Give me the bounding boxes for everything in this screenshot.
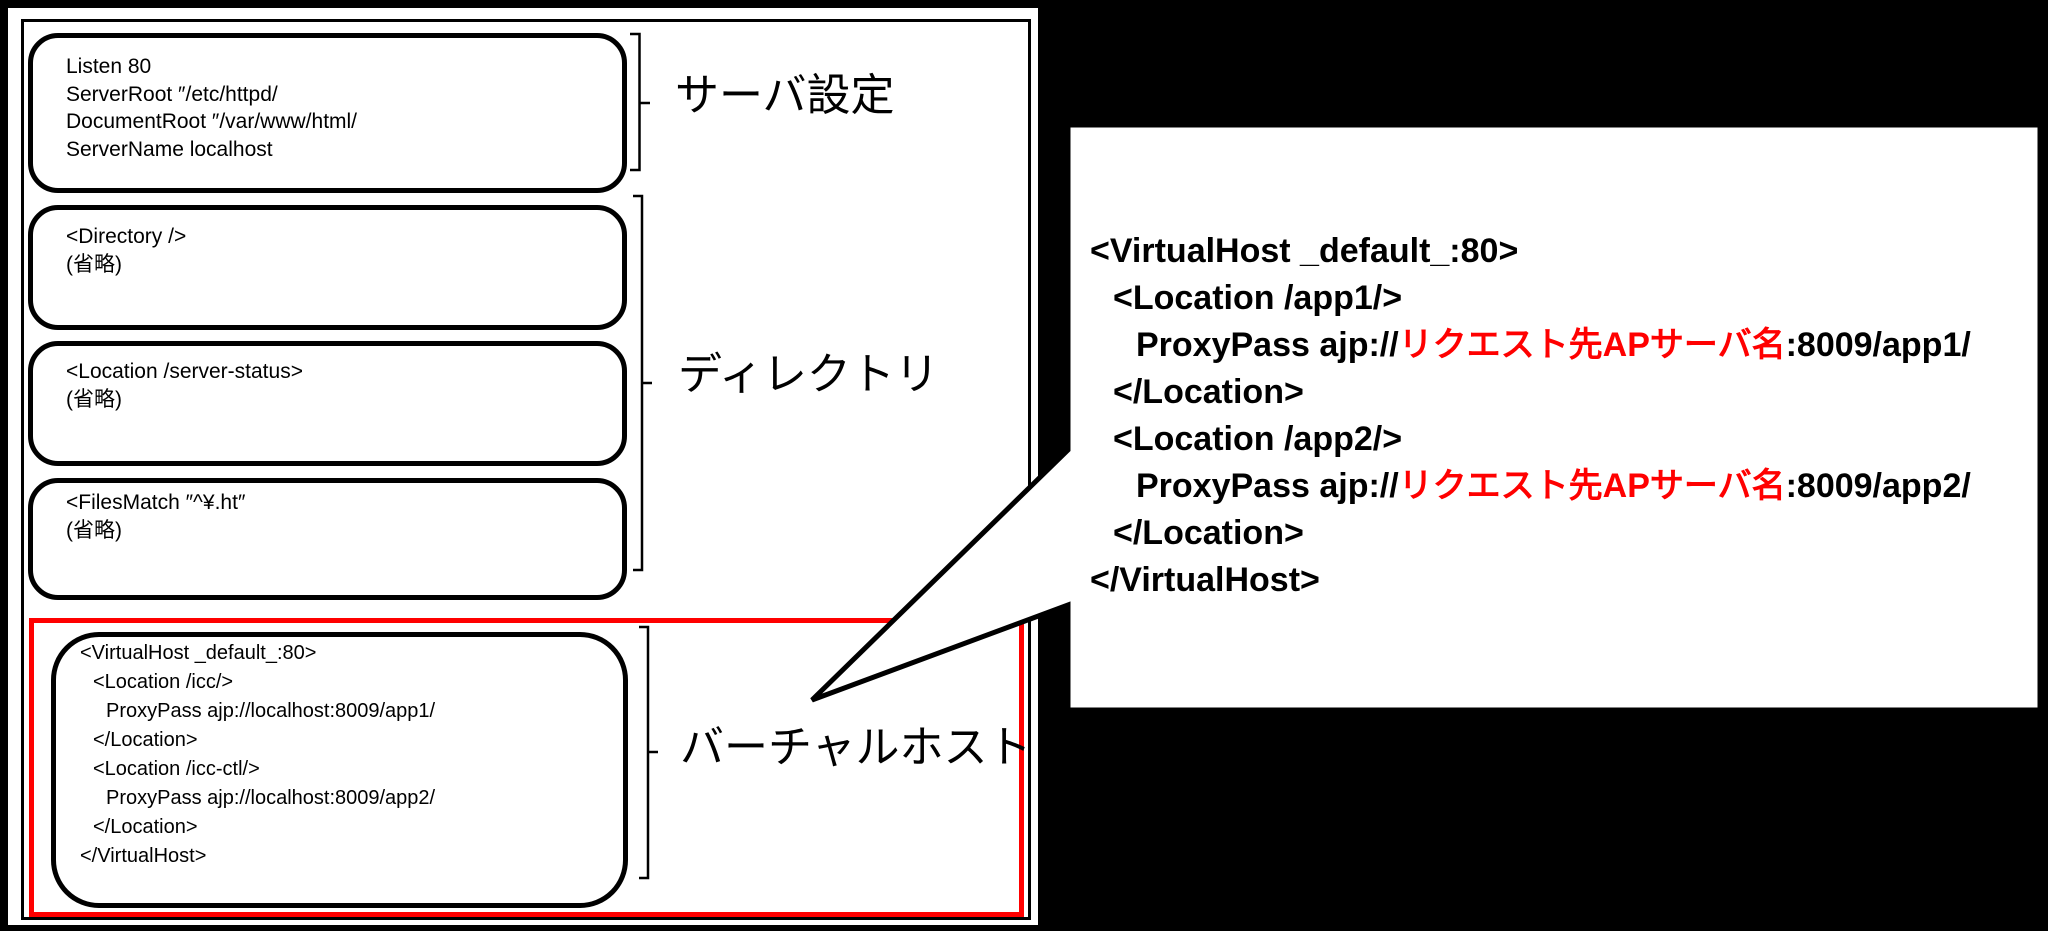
code-text: <VirtualHost _default_:80> [1090, 232, 1519, 270]
code-text: <Location /app1/> [1113, 279, 1403, 317]
code-line: <VirtualHost _default_:80> [1090, 228, 1971, 275]
code-line: ProxyPass ajp://リクエスト先APサーバ名:8009/app2/ [1090, 463, 1971, 510]
virtualhost-box [51, 632, 628, 908]
code-line: DocumentRoot ″/var/www/html/ [66, 110, 358, 133]
code-line: <Location /app1/> [1090, 275, 1971, 322]
code-line: ProxyPass ajp://localhost:8009/app1/ [106, 700, 436, 722]
label-virtual-host: バーチャルホスト [680, 723, 1032, 772]
virtualhost-highlight-rect [29, 618, 1024, 917]
code-line: ServerRoot ″/etc/httpd/ [66, 82, 278, 106]
code-line: </VirtualHost> [80, 845, 207, 867]
code-line: </Location> [1090, 510, 1971, 557]
code-line: (省略) [66, 252, 122, 276]
virtualhost-code: <VirtualHost _default_:80> <Location /icc… [80, 639, 435, 871]
server-settings-code: Listen 80 ServerRoot ″/etc/httpd/Document… [66, 53, 357, 163]
code-text: ProxyPass ajp:// [1136, 326, 1399, 364]
directory-box [28, 205, 627, 330]
code-text: </Location> [1113, 514, 1304, 552]
location-server-status-code: <Location /server-status> (省略) [66, 358, 303, 413]
code-text: </VirtualHost> [1090, 561, 1320, 599]
code-line: </Location> [93, 816, 198, 838]
virtualhost-zoom-code: <VirtualHost _default_:80> <Location /app… [1090, 228, 1971, 604]
label-server-settings: サーバ設定 [675, 71, 895, 120]
directory-code: <Directory /> (省略) [66, 223, 186, 278]
code-line: </Location> [1090, 369, 1971, 416]
code-text: <Location /app2/> [1113, 420, 1403, 458]
filesmatch-code: <FilesMatch ″^¥.ht″ (省略) [66, 489, 245, 544]
server-settings-box [28, 33, 627, 193]
code-line: </VirtualHost> [1090, 557, 1971, 604]
code-line: ProxyPass ajp://localhost:8009/app2/ [106, 787, 436, 809]
code-line: <Location /icc/> [93, 671, 234, 693]
label-directory: ディレクトリ [678, 350, 939, 399]
code-line: <VirtualHost _default_:80> [80, 642, 317, 664]
code-line: </Location> [93, 729, 198, 751]
code-text: :8009/app1/ [1785, 326, 1971, 364]
code-line: <Location /app2/> [1090, 416, 1971, 463]
code-line: (省略) [66, 518, 122, 542]
code-line: (省略) [66, 387, 122, 411]
code-line: Listen 80 [66, 55, 152, 78]
code-line: <FilesMatch ″^¥.ht″ [66, 491, 246, 514]
code-line: <Location /icc-ctl/> [93, 758, 260, 780]
code-text: :8009/app2/ [1785, 467, 1971, 505]
code-line: ServerName localhost [66, 137, 273, 161]
code-line: <Location /server-status> [66, 360, 303, 383]
code-line: <Directory /> [66, 225, 187, 248]
filesmatch-box [28, 478, 627, 600]
code-text: ProxyPass ajp:// [1136, 467, 1399, 505]
ap-server-name-placeholder: リクエスト先APサーバ名 [1398, 467, 1786, 505]
location-server-status-box [28, 341, 627, 466]
ap-server-name-placeholder: リクエスト先APサーバ名 [1398, 326, 1786, 364]
code-text: </Location> [1113, 373, 1304, 411]
code-line: ProxyPass ajp://リクエスト先APサーバ名:8009/app1/ [1090, 322, 1971, 369]
